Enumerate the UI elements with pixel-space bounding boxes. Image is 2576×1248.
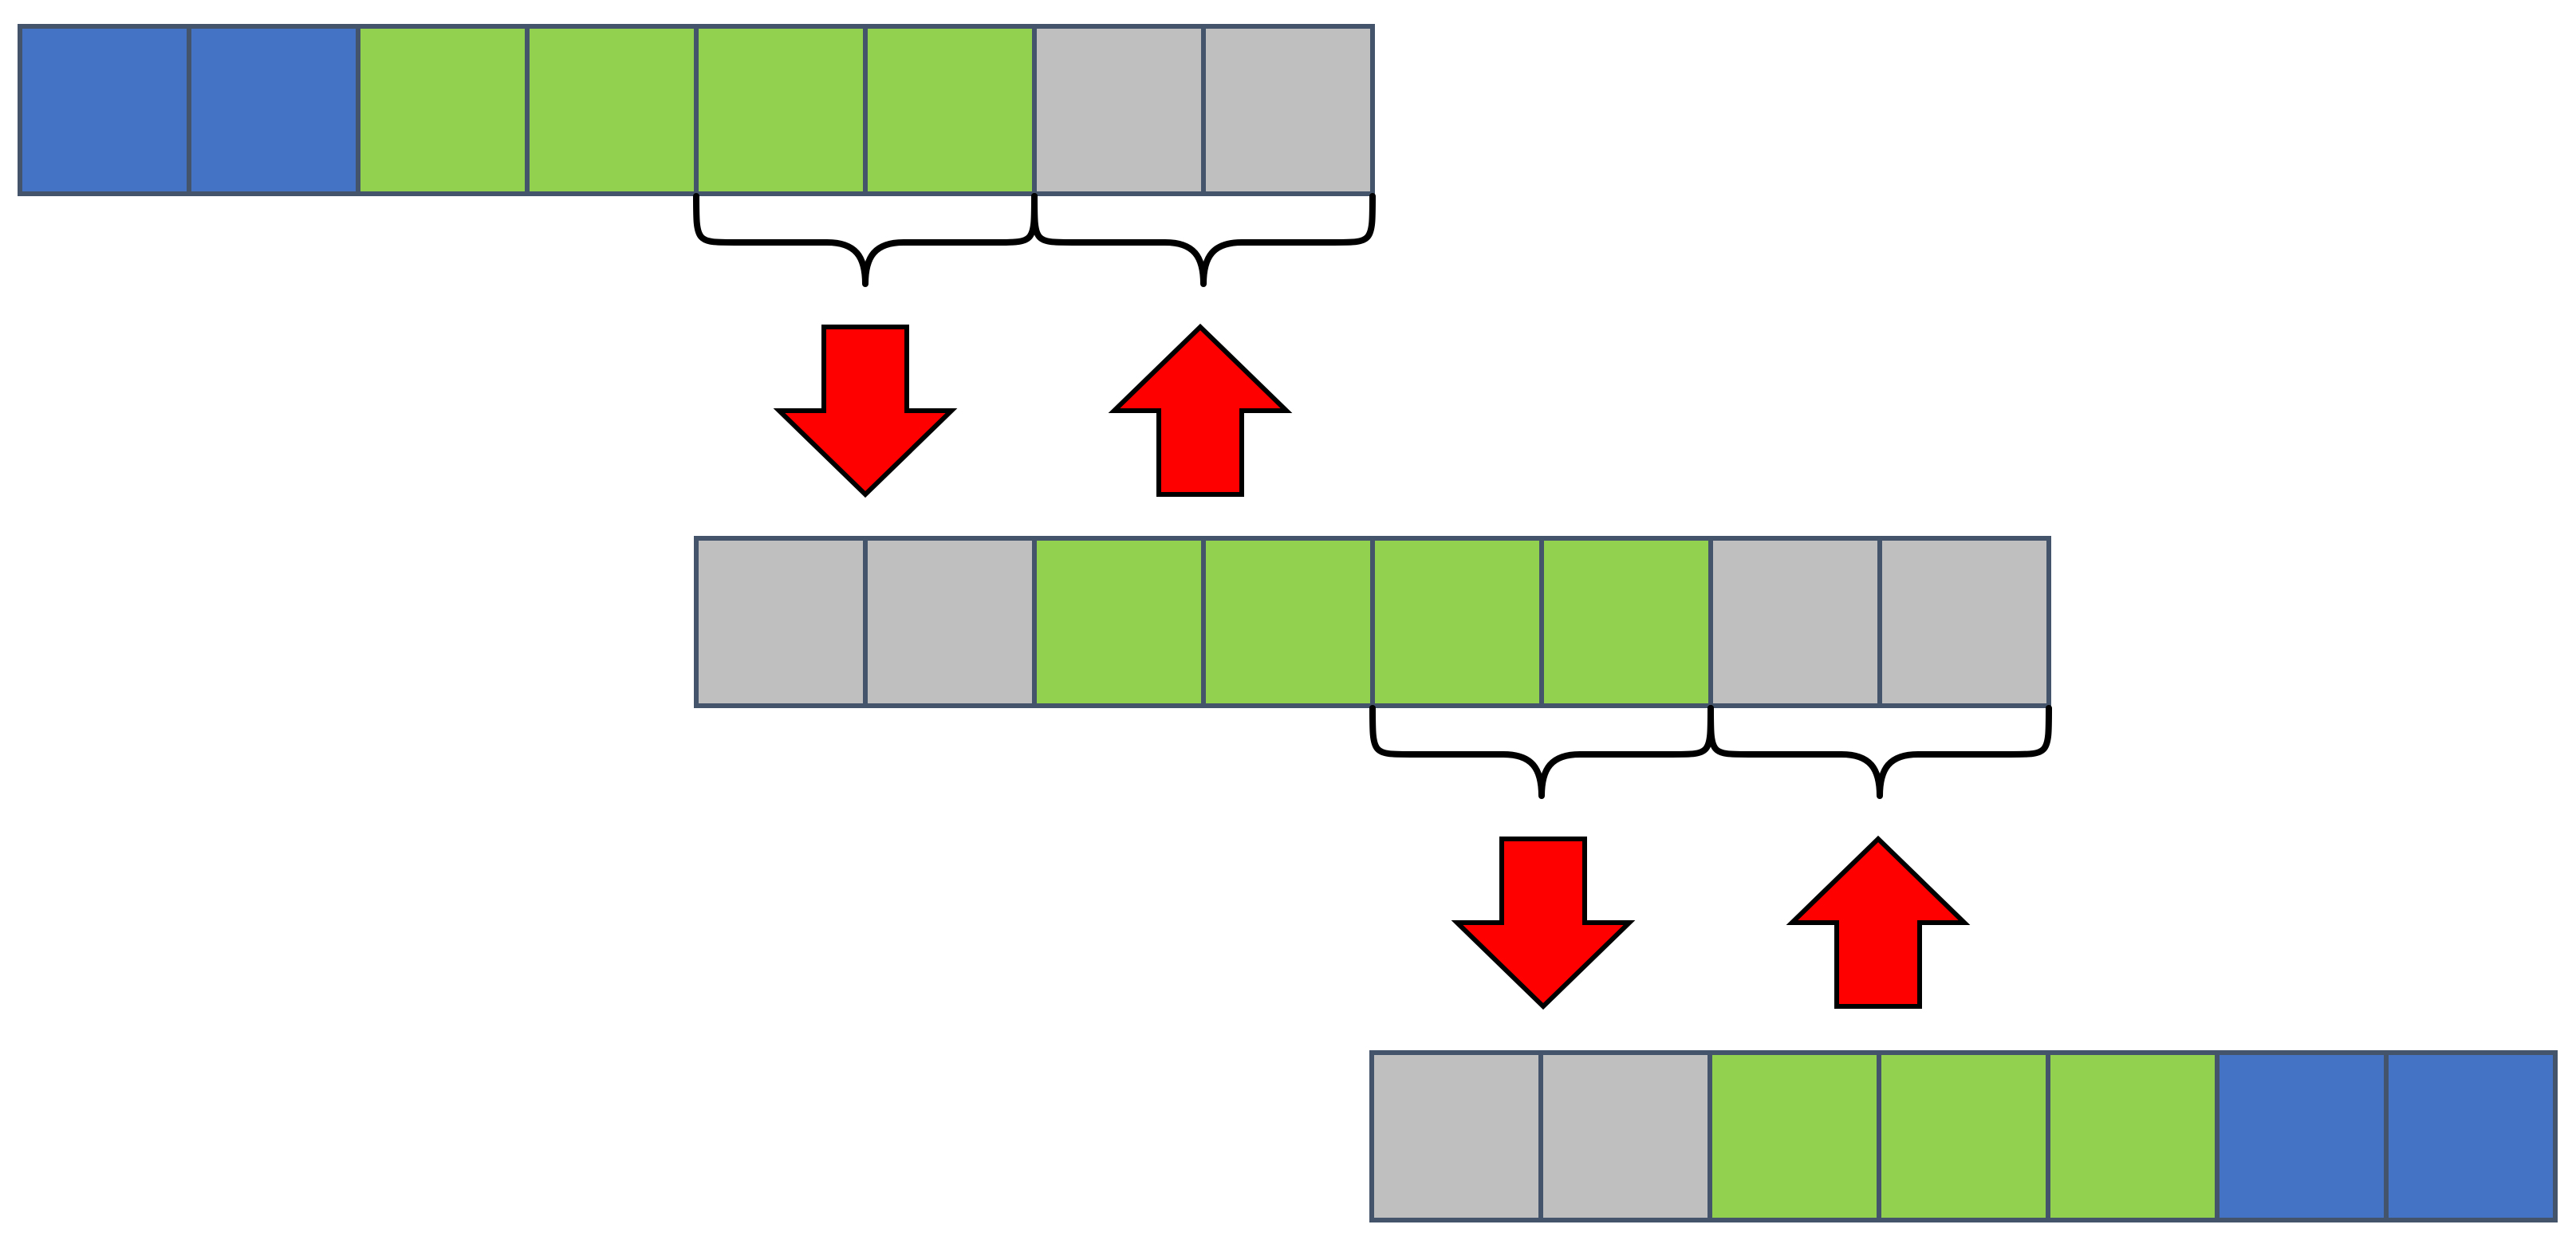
cell-gray bbox=[1201, 24, 1375, 196]
cell-gray bbox=[1877, 536, 2051, 708]
brace-mid-left bbox=[1369, 705, 1714, 799]
arrow-down-2-icon bbox=[1451, 837, 1636, 1010]
arrow-up-2-icon bbox=[1786, 835, 1971, 1009]
cell-gray bbox=[694, 536, 868, 708]
array-bottom bbox=[1369, 1050, 2558, 1222]
cell-gray bbox=[863, 536, 1037, 708]
cell-gray bbox=[1369, 1050, 1543, 1222]
cell-gray bbox=[1032, 24, 1206, 196]
cell-gray bbox=[1708, 536, 1882, 708]
cell-blue bbox=[2215, 1050, 2389, 1222]
arrow-up-1-icon bbox=[1108, 323, 1293, 497]
brace-top-right bbox=[1031, 193, 1376, 287]
array-middle bbox=[694, 536, 2051, 708]
brace-mid-right bbox=[1707, 705, 2052, 799]
array-top bbox=[18, 24, 1375, 196]
cell-green bbox=[1877, 1050, 2050, 1222]
cell-green bbox=[694, 24, 868, 196]
arrow-down-1-icon bbox=[773, 325, 958, 498]
cell-green bbox=[1539, 536, 1713, 708]
cell-green bbox=[525, 24, 699, 196]
cell-blue bbox=[2384, 1050, 2558, 1222]
cell-green bbox=[1707, 1050, 1881, 1222]
cell-green bbox=[1370, 536, 1544, 708]
cell-gray bbox=[1538, 1050, 1712, 1222]
cell-blue bbox=[18, 24, 191, 196]
cell-green bbox=[863, 24, 1037, 196]
brace-top-left bbox=[693, 193, 1038, 287]
cell-green bbox=[2046, 1050, 2220, 1222]
cell-green bbox=[1032, 536, 1206, 708]
cell-blue bbox=[187, 24, 360, 196]
cell-green bbox=[356, 24, 530, 196]
cell-green bbox=[1201, 536, 1375, 708]
